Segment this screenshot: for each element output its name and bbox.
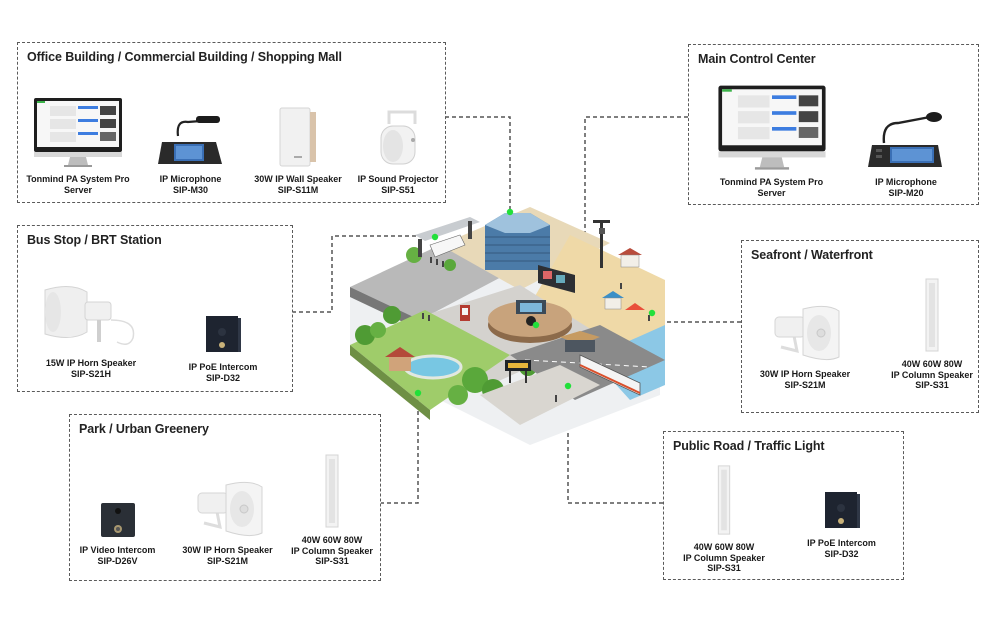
product-pa-server: Tonmind PA System Pro Server (26, 88, 130, 195)
node-dot-road (564, 382, 572, 390)
product-wall-speaker-s11m: 30W IP Wall Speaker SIP-S11M (243, 88, 353, 195)
node-dot-park (414, 389, 422, 397)
column-speaker-icon (925, 278, 939, 352)
zone-title: Bus Stop / BRT Station (27, 233, 162, 247)
product-poe-intercom-d32: IP PoE Intercom SIP-D32 (178, 266, 268, 383)
zone-seafront: Seafront / Waterfront 30W IP Horn Speake… (741, 240, 979, 413)
product-caption: IP PoE Intercom SIP-D32 (188, 362, 258, 383)
people (422, 257, 650, 402)
train-stripe (579, 364, 641, 394)
intercom-icon (206, 316, 241, 352)
product-horn-speaker-s21h: 15W IP Horn Speaker SIP-S21H (36, 266, 146, 379)
control-booth (488, 300, 572, 343)
zone-title: Seafront / Waterfront (751, 248, 873, 262)
product-caption: IP Microphone SIP-M20 (875, 177, 937, 198)
zone-title: Park / Urban Greenery (79, 422, 209, 436)
shed-roof (560, 331, 600, 345)
product-caption: 30W IP Horn Speaker SIP-S21M (182, 545, 273, 566)
product-caption: 40W 60W 80W IP Column Speaker SIP-S31 (683, 542, 765, 573)
lifeguard-tower (602, 248, 642, 310)
monitor-server-icon (34, 98, 122, 167)
horn-speaker-icon (774, 305, 840, 361)
product-caption: IP Sound Projector SIP-S51 (357, 174, 439, 195)
column-speaker-icon (325, 454, 339, 528)
product-ip-microphone-m30: IP Microphone SIP-M30 (148, 88, 233, 195)
zone-bus-stop: Bus Stop / BRT Station 15W IP Horn Speak… (17, 225, 293, 392)
road-block-nw (350, 245, 505, 320)
speaker-pole (593, 220, 610, 268)
node-dot-office (506, 208, 514, 216)
info-board (505, 360, 531, 383)
product-horn-speaker-s21m: 30W IP Horn Speaker SIP-S21M (170, 459, 285, 566)
desktop-microphone-icon (157, 116, 222, 164)
desktop-microphone-icon (868, 112, 942, 167)
pond (403, 354, 463, 380)
horn-speaker-icon (197, 481, 262, 537)
product-sound-projector-s51: IP Sound Projector SIP-S51 (348, 88, 448, 195)
product-caption: IP Video Intercom SIP-D26V (79, 545, 156, 566)
zone-title: Main Control Center (698, 52, 816, 66)
product-caption: 15W IP Horn Speaker SIP-S21H (45, 358, 137, 379)
intercom-icon (824, 492, 860, 528)
road-block-nw-side (350, 287, 420, 330)
node-dot-seafront (648, 309, 656, 317)
product-caption: IP Microphone SIP-M30 (159, 174, 222, 195)
zone-main-control: Main Control Center Tonmind PA System Pr… (688, 44, 979, 205)
zone-public-road: Public Road / Traffic Light 40W 60W 80W … (663, 431, 904, 580)
product-poe-intercom-d32: IP PoE Intercom SIP-D32 (794, 482, 889, 559)
product-caption: 30W IP Wall Speaker SIP-S11M (254, 174, 342, 195)
shed (565, 340, 595, 352)
gazebo-roof (385, 347, 415, 357)
product-horn-speaker-s21m: 30W IP Horn Speaker SIP-S21M (750, 283, 860, 390)
product-column-speaker-s31: 40W 60W 80W IP Column Speaker SIP-S31 (882, 271, 982, 391)
park-side (350, 345, 430, 420)
node-dot-bus (431, 233, 439, 241)
sidewalk-s (480, 365, 600, 425)
node-dot-control (532, 321, 540, 329)
smart-city-illustration (350, 207, 665, 445)
bus-station (415, 217, 480, 258)
zone-title: Office Building / Commercial Building / … (27, 50, 342, 64)
beach-umbrella (625, 303, 645, 310)
monitor-server-icon (717, 85, 826, 170)
product-caption: 40W 60W 80W IP Column Speaker SIP-S31 (291, 535, 373, 566)
gazebo (389, 357, 411, 371)
product-caption: Tonmind PA System Pro Server (719, 177, 824, 198)
product-video-intercom-d26v: IP Video Intercom SIP-D26V (70, 467, 165, 566)
product-column-speaker-s31: 40W 60W 80W IP Column Speaker SIP-S31 (674, 462, 774, 574)
horn-speaker-icon (44, 286, 135, 345)
screen-kiosk (538, 265, 575, 293)
zone-office: Office Building / Commercial Building / … (17, 42, 446, 203)
product-caption: 30W IP Horn Speaker SIP-S21M (759, 369, 851, 390)
column-speaker-icon (717, 465, 731, 535)
product-pa-server: Tonmind PA System Pro Server (709, 77, 834, 198)
road-marking (524, 359, 651, 368)
zone-title: Public Road / Traffic Light (673, 439, 825, 453)
zone-park: Park / Urban Greenery IP Video Intercom … (69, 414, 381, 581)
product-caption: 40W 60W 80W IP Column Speaker SIP-S31 (891, 359, 973, 390)
product-caption: Tonmind PA System Pro Server (26, 174, 130, 195)
sound-projector-icon (380, 110, 417, 165)
product-ip-microphone-m20: IP Microphone SIP-M20 (861, 77, 951, 198)
video-intercom-icon (100, 503, 135, 537)
office-tower (485, 213, 550, 270)
product-caption: IP PoE Intercom SIP-D32 (807, 538, 876, 559)
wall-speaker-icon (279, 107, 316, 167)
phone-booth-screen (462, 308, 468, 315)
product-column-speaker-s31: 40W 60W 80W IP Column Speaker SIP-S31 (282, 447, 382, 567)
